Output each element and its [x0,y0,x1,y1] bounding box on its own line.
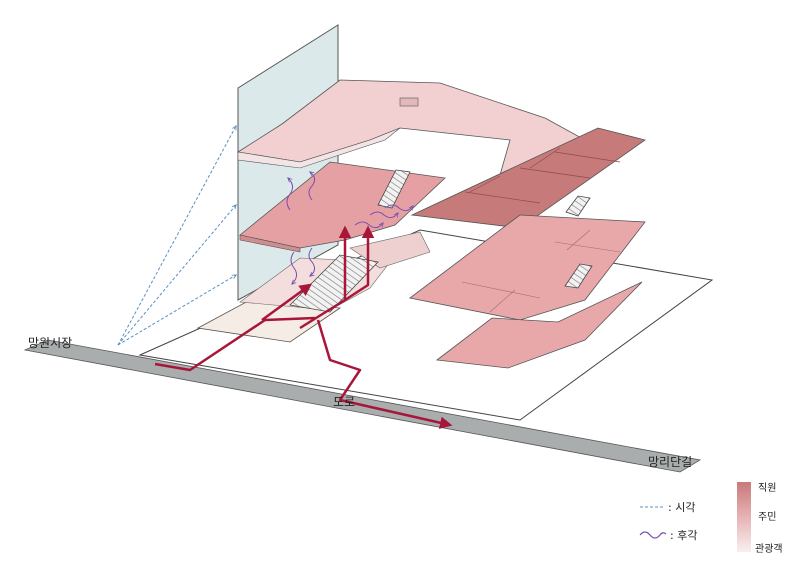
resident-slab-lines [461,229,621,313]
staff-slab [410,127,646,229]
legend-smell-swatch [639,531,667,539]
circulation-route [154,225,453,429]
road-label: 도로 [333,395,355,409]
sight-lines [117,126,236,346]
resident-slab-lower [435,281,643,369]
legend-gradient-bar [737,482,751,552]
staff-slab-lines [464,147,621,204]
right-stairs [565,195,591,217]
middle-floor-edge [239,234,301,253]
legend-smell-label: : 후각 [670,529,697,542]
smell-lines [286,172,413,284]
resident-slab-right [409,214,646,321]
legend-sight-label: : 시각 [668,501,695,514]
legend-gradient-mid: 주민 [758,511,776,523]
legend-gradient-bottom: 관광객 [755,543,783,555]
legend: : 시각 : 후각 직원 주민 관광객 [639,482,783,555]
left-street-label: 망원시장 [28,336,72,350]
lower-right-stairs [564,263,593,289]
legend-gradient-top: 직원 [758,482,776,494]
top-floor-front [237,127,401,169]
top-floor-opening [399,97,419,107]
ground-stairs [289,254,379,313]
right-street-label: 망리단길 [648,455,692,469]
